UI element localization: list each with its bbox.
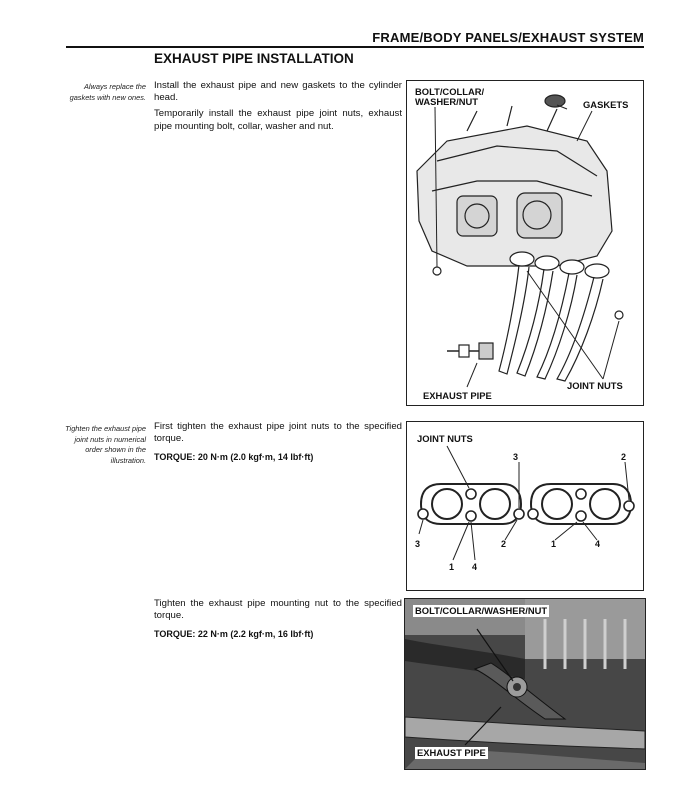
side-note-order: Tighten the exhaust pipe joint nuts in n… <box>65 424 146 465</box>
step1-paragraph-1: Install the exhaust pipe and new gaskets… <box>154 80 402 104</box>
step1-paragraph-2: Temporarily install the exhaust pipe joi… <box>154 108 402 132</box>
nut-number-bottom-3: 1 <box>551 539 557 549</box>
nut-number-bottom-4: 4 <box>595 539 601 549</box>
step2-text: First tighten the exhaust pipe joint nut… <box>154 421 402 468</box>
nut-number-top-1: 3 <box>513 452 519 462</box>
figure-joint-nuts-order: JOINT NUTS 3 2 3 2 1 4 1 4 <box>406 421 644 591</box>
label-bolt-collar: BOLT/COLLAR/ WASHER/NUT <box>415 86 485 107</box>
label-joint-nuts-order: JOINT NUTS <box>417 433 473 444</box>
nut-number-bottom-2: 2 <box>501 539 507 549</box>
nut-number-bottom-6: 4 <box>472 562 478 572</box>
nut-number-bottom-1: 3 <box>415 539 421 549</box>
step3-torque: TORQUE: 22 N·m (2.2 kgf·m, 16 lbf·ft) <box>154 629 314 640</box>
step3-paragraph: Tighten the exhaust pipe mounting nut to… <box>154 598 402 622</box>
step3-text: Tighten the exhaust pipe mounting nut to… <box>154 598 402 645</box>
running-header: FRAME/BODY PANELS/EXHAUST SYSTEM <box>372 30 644 45</box>
label-exhaust-pipe-photo: EXHAUST PIPE <box>415 747 488 759</box>
nut-number-top-2: 2 <box>621 452 627 462</box>
step2-paragraph: First tighten the exhaust pipe joint nut… <box>154 421 402 445</box>
engine-exhaust-illustration <box>416 94 624 388</box>
step2-torque: TORQUE: 20 N·m (2.0 kgf·m, 14 lbf·ft) <box>154 452 314 463</box>
section-title: EXHAUST PIPE INSTALLATION <box>154 51 354 66</box>
joint-nut-flanges-illustration <box>417 445 635 561</box>
figure-photo-mounting: BOLT/COLLAR/WASHER/NUT EXHAUST PIPE <box>404 598 646 770</box>
header-rule <box>66 46 644 48</box>
label-bolt-collar-photo: BOLT/COLLAR/WASHER/NUT <box>413 605 550 617</box>
label-exhaust-pipe: EXHAUST PIPE <box>423 390 492 401</box>
figure-engine-exhaust: BOLT/COLLAR/ WASHER/NUT GASKETS EXHAUST … <box>406 80 644 406</box>
nut-number-bottom-5: 1 <box>449 562 455 572</box>
label-gaskets: GASKETS <box>583 99 629 110</box>
label-joint-nuts: JOINT NUTS <box>567 380 623 391</box>
side-note-gaskets: Always replace the gaskets with new ones… <box>69 82 146 102</box>
mounting-photo-illustration <box>405 599 645 769</box>
step1-text: Install the exhaust pipe and new gaskets… <box>154 80 402 137</box>
